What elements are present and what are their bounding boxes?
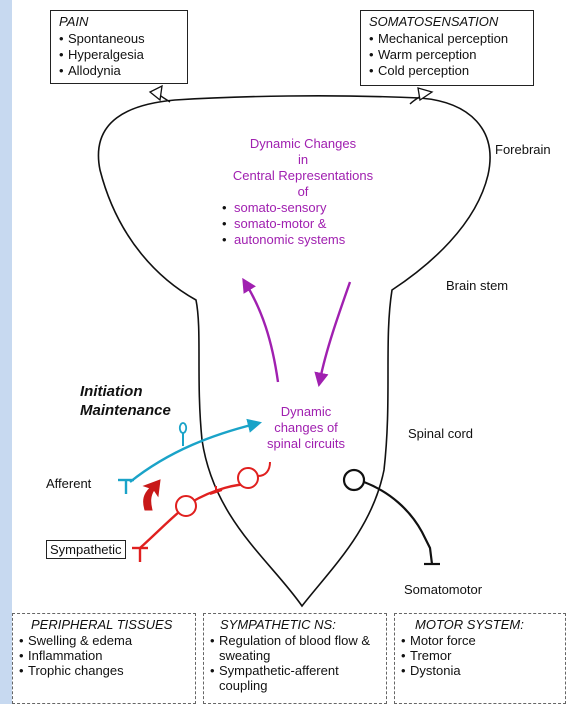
maintenance-label: Maintenance xyxy=(80,402,171,419)
spinal-line: changes of xyxy=(274,420,338,435)
peripheral-item: Swelling & edema xyxy=(19,633,189,648)
brain-stem-label: Brain stem xyxy=(446,278,509,293)
somatomotor-label: Somatomotor xyxy=(404,582,483,597)
motor-item: Tremor xyxy=(401,648,559,663)
spinal-line: spinal circuits xyxy=(266,436,346,451)
somatosensation-box: SOMATOSENSATION Mechanical perception Wa… xyxy=(360,10,534,86)
central-line: in xyxy=(297,152,309,167)
ascending-arrow xyxy=(242,277,280,383)
initiation-maintenance-label: Initiation Maintenance xyxy=(80,382,171,420)
somato-output-arrow xyxy=(409,87,434,105)
sympathetic-ns-title: SYMPATHETIC NS: xyxy=(220,617,336,632)
spinal-cord-label: Spinal cord xyxy=(408,426,474,441)
motor-system-title: MOTOR SYSTEM: xyxy=(415,617,524,632)
somatosensation-item: Warm perception xyxy=(369,47,525,63)
central-line: Dynamic Changes xyxy=(249,136,357,151)
central-representations-text: Dynamic Changes in Central Representatio… xyxy=(208,136,398,200)
spinal-line: Dynamic xyxy=(280,404,332,419)
central-system-item: somato-sensory xyxy=(222,200,345,216)
pain-item: Hyperalgesia xyxy=(59,47,179,63)
brain-outline xyxy=(97,95,491,608)
afferent-label: Afferent xyxy=(46,476,92,491)
somatosensation-item: Cold perception xyxy=(369,63,525,79)
pain-item: Spontaneous xyxy=(59,31,179,47)
motor-item: Motor force xyxy=(401,633,559,648)
peripheral-item: Trophic changes xyxy=(19,663,189,678)
central-systems-list: somato-sensory somato-motor & autonomic … xyxy=(222,200,345,248)
sympathetic-ns-box: SYMPATHETIC NS: Regulation of blood flow… xyxy=(203,613,387,704)
central-line: of xyxy=(297,184,309,199)
somatosensation-box-title: SOMATOSENSATION xyxy=(369,14,499,29)
forebrain-label: Forebrain xyxy=(495,142,551,157)
afferent-fibre xyxy=(118,418,262,494)
somatosensation-item: Mechanical perception xyxy=(369,31,525,47)
spinal-circuits-text: Dynamic changes of spinal circuits xyxy=(254,404,358,452)
motor-system-box: MOTOR SYSTEM: Motor force Tremor Dystoni… xyxy=(394,613,566,704)
sympathetic-ns-item: Sympathetic-afferent coupling xyxy=(210,663,380,693)
peripheral-tissues-box: PERIPHERAL TISSUES Swelling & edema Infl… xyxy=(12,613,196,704)
sympathetic-ns-item: Regulation of blood flow & sweating xyxy=(210,633,380,663)
coupling-arrow xyxy=(142,479,161,511)
central-line: Central Representations xyxy=(232,168,374,183)
motor-item: Dystonia xyxy=(401,663,559,678)
pain-output-arrow xyxy=(148,84,171,103)
sympathetic-fibre xyxy=(132,461,271,562)
central-system-item: autonomic systems xyxy=(222,232,345,248)
peripheral-item: Inflammation xyxy=(19,648,189,663)
peripheral-tissues-title: PERIPHERAL TISSUES xyxy=(31,617,173,632)
pain-box: PAIN Spontaneous Hyperalgesia Allodynia xyxy=(50,10,188,84)
pain-item: Allodynia xyxy=(59,63,179,79)
central-system-item: somato-motor & xyxy=(222,216,345,232)
somatomotor-neuron xyxy=(342,468,440,566)
initiation-label: Initiation xyxy=(80,383,143,400)
pain-box-title: PAIN xyxy=(59,14,89,29)
descending-arrow xyxy=(314,281,352,388)
sympathetic-label: Sympathetic xyxy=(46,540,126,559)
